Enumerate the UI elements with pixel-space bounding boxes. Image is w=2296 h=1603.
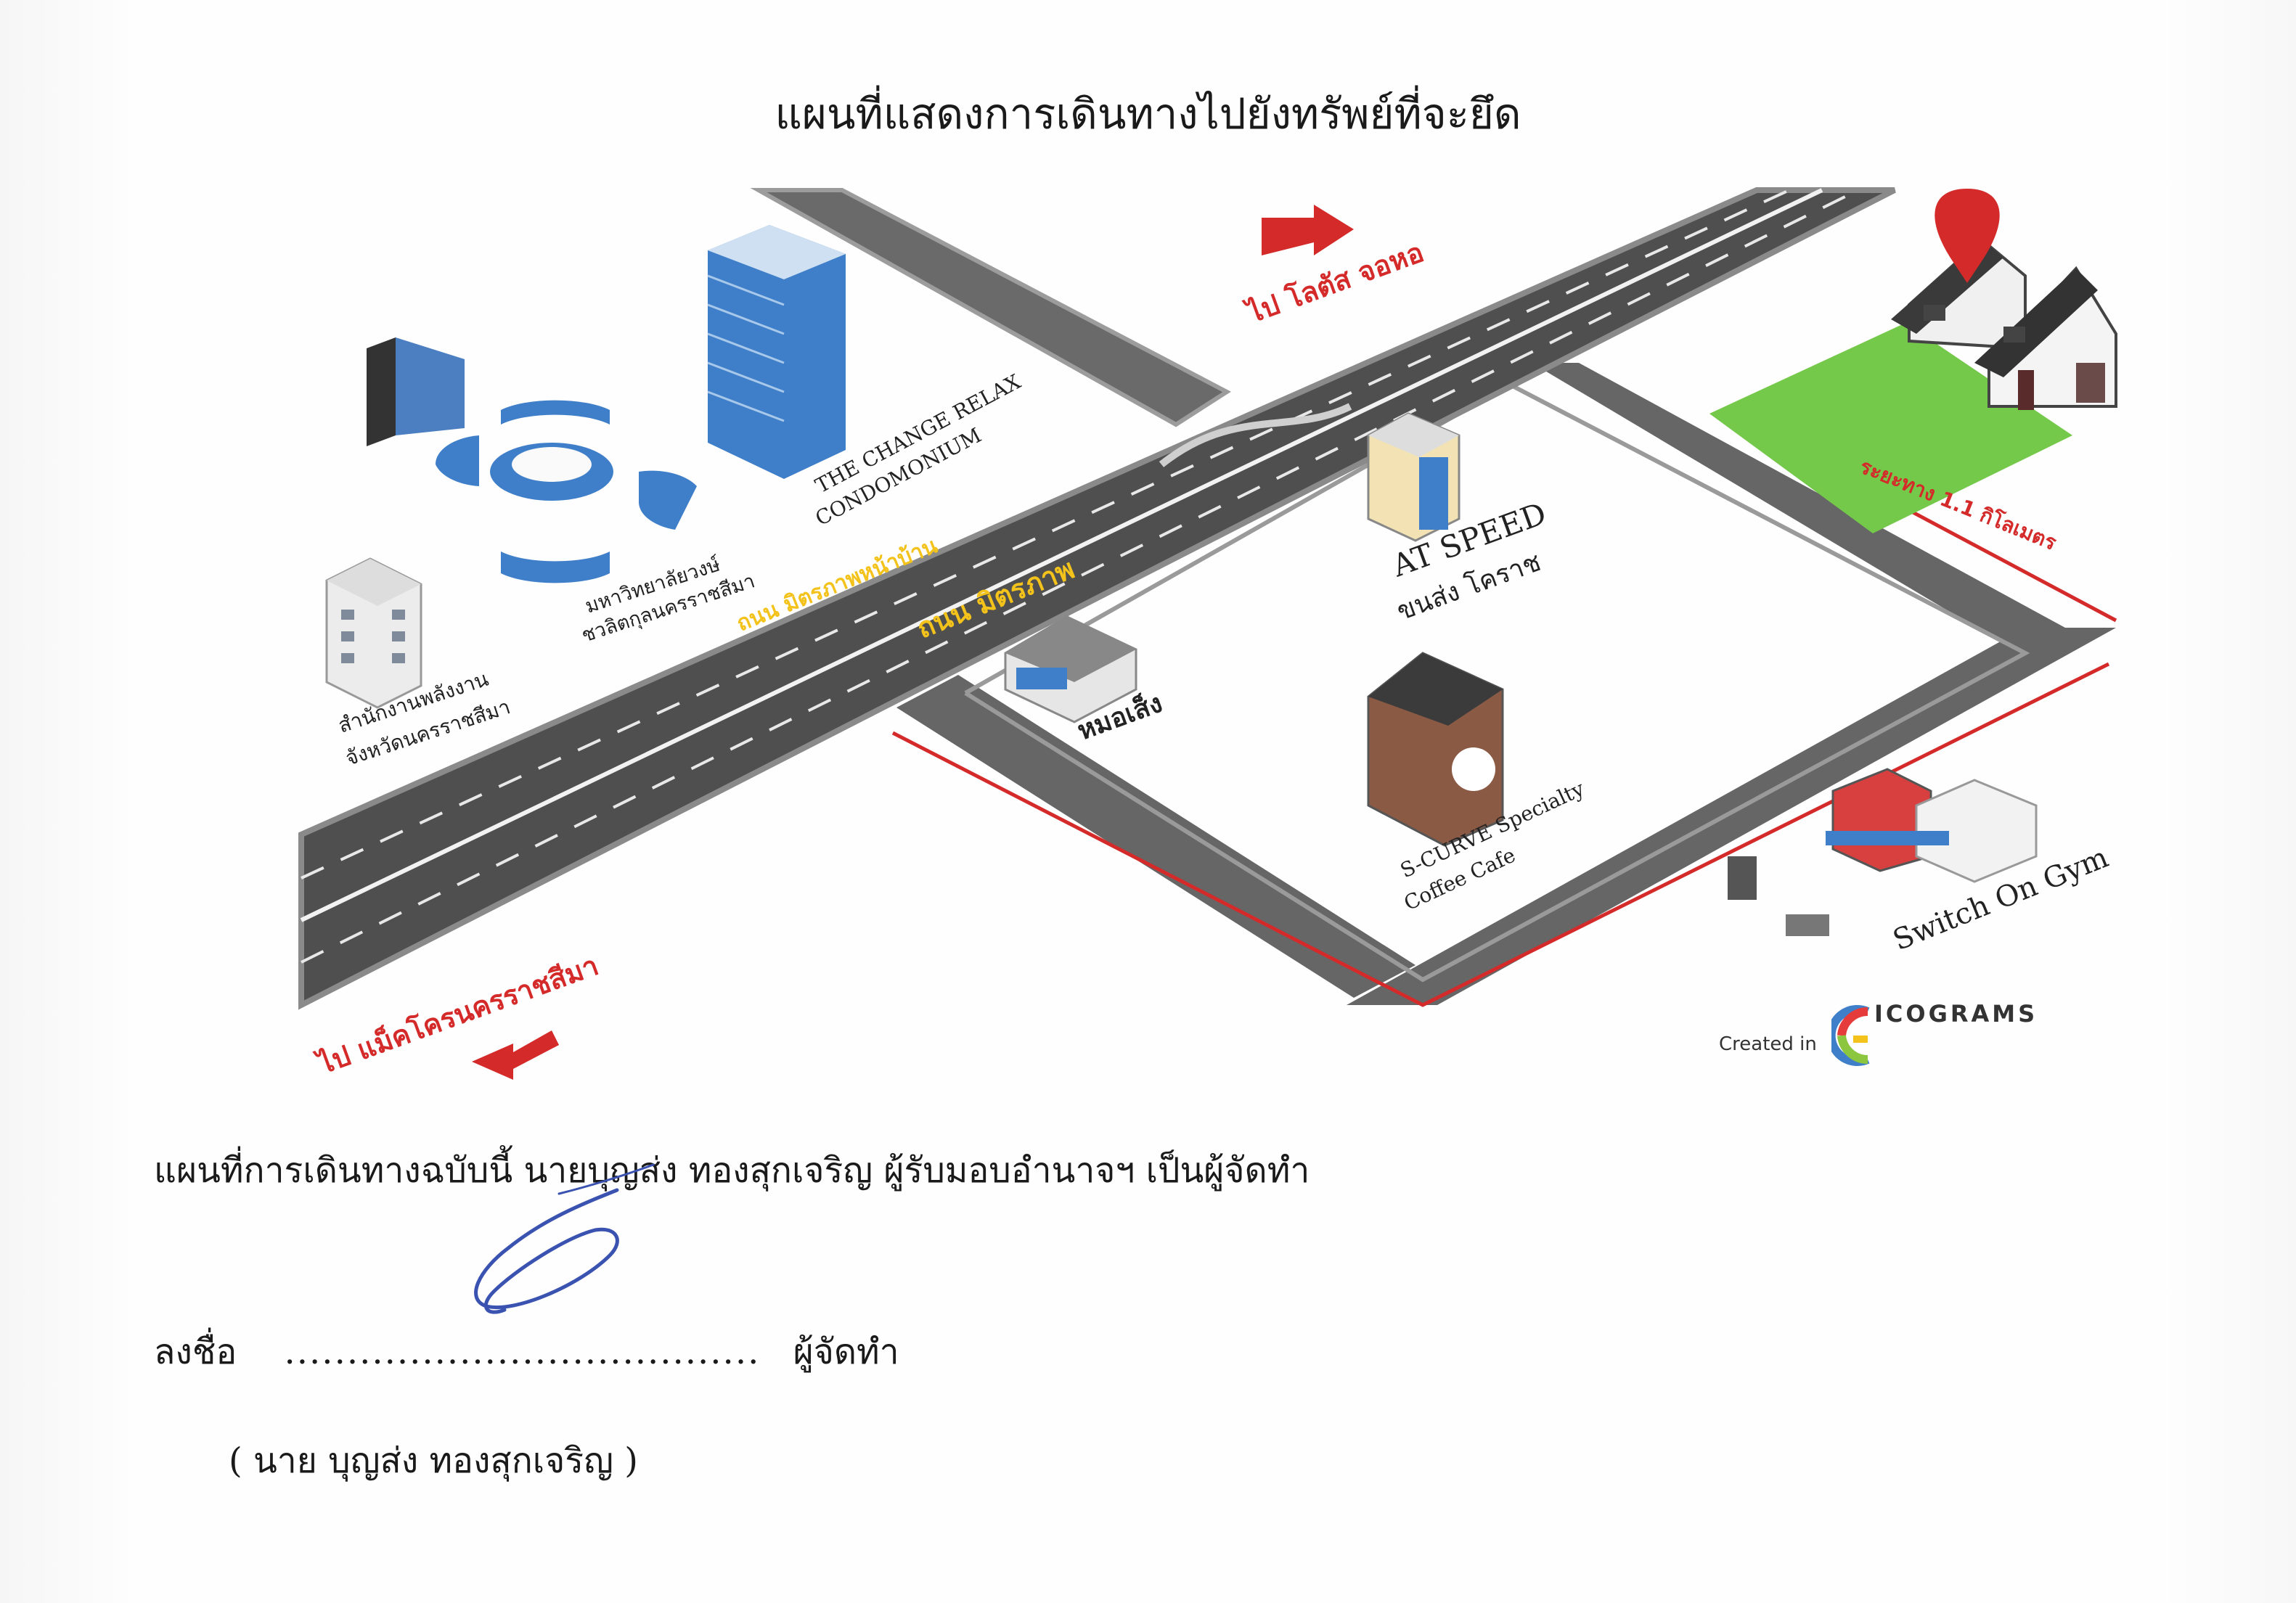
arrow-to-makro	[472, 1030, 559, 1080]
main-highway	[298, 187, 1896, 1010]
icograms-brand: ICOGRAMS	[1874, 1000, 2038, 1028]
icograms-logo-icon	[1831, 1005, 1870, 1066]
destination-pin-icon	[1935, 189, 2000, 283]
destination-lawn	[1709, 323, 2072, 533]
map-title: แผนที่แสดงการเดินทางไปยังทรัพย์ที่จะยึด	[775, 89, 1521, 139]
gym-building-icon	[1728, 768, 2038, 936]
cafe-building-icon	[1367, 652, 1504, 847]
university-building-icon	[435, 400, 697, 583]
block-roads	[896, 363, 2116, 1005]
destination-houses	[1891, 237, 2117, 410]
side-road-northwest	[750, 188, 1231, 427]
signature-label: ลงชื่อ	[154, 1332, 237, 1372]
signature-dots: ......................................	[284, 1332, 761, 1372]
office-tower-icon	[367, 337, 465, 446]
signature-line: ลงชื่อ .................................…	[154, 1324, 899, 1379]
created-in-label: Created in	[1719, 1033, 1817, 1055]
isometric-map: ถนน มิตรภาพหน้าบ้าน ถนน มิตรภาพ ไป โลตัส…	[298, 187, 2117, 1081]
condominium-building-icon	[707, 225, 846, 479]
handwritten-signature	[474, 1163, 655, 1314]
energy-office-building-icon	[325, 557, 422, 709]
map-note: แผนที่การเดินทางฉบับนี้ นายบุญส่ง ทองสุก…	[154, 1150, 1310, 1191]
arrow-to-lotus	[1262, 205, 1354, 255]
signature-role: ผู้จัดทำ	[793, 1332, 899, 1372]
icograms-credit: Created in ICOGRAMS	[1719, 996, 2067, 1075]
mor-seng-shop-icon	[1004, 615, 1137, 723]
at-speed-building-icon	[1367, 412, 1460, 542]
signer-name: ( นาย บุญส่ง ทองสุกเจริญ )	[229, 1440, 638, 1481]
